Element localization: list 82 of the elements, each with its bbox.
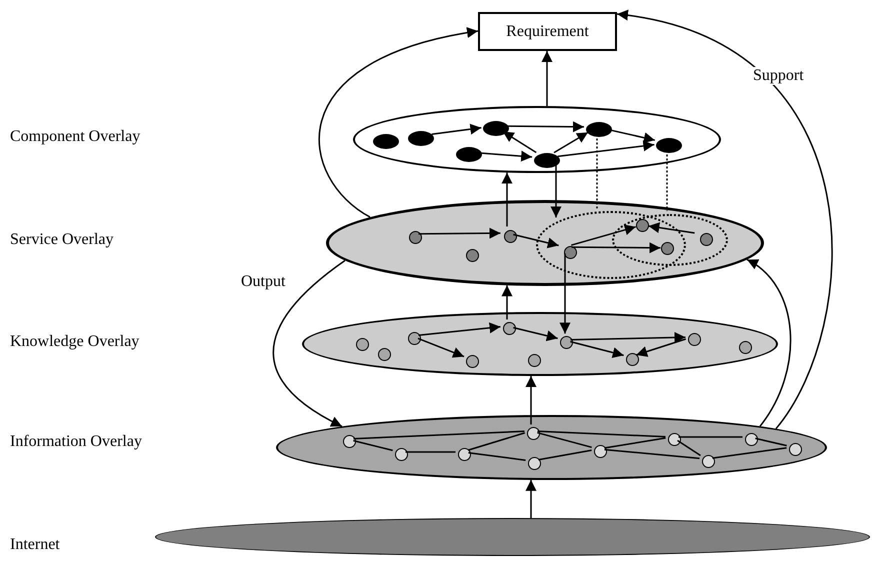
arrow bbox=[526, 376, 536, 424]
arrow bbox=[526, 480, 536, 518]
node-dot bbox=[504, 230, 516, 242]
arrow bbox=[418, 322, 501, 336]
node-dot bbox=[744, 432, 758, 446]
arrow bbox=[560, 254, 570, 334]
node-dot bbox=[408, 130, 434, 146]
link-line bbox=[538, 449, 592, 461]
node-dot bbox=[526, 426, 540, 440]
link-line bbox=[468, 452, 526, 461]
arrow bbox=[542, 51, 552, 106]
arrow bbox=[513, 326, 558, 342]
arrow bbox=[570, 332, 686, 343]
node-dot bbox=[594, 444, 606, 458]
node-dot bbox=[738, 340, 752, 354]
link-line bbox=[712, 447, 787, 459]
arrow bbox=[746, 258, 792, 427]
node-dot bbox=[458, 448, 470, 460]
arrow bbox=[572, 242, 660, 254]
node-dot bbox=[688, 332, 700, 346]
node-dot bbox=[528, 456, 540, 470]
layer-label: Service Overlay bbox=[10, 231, 114, 249]
arrow bbox=[480, 150, 532, 162]
link-line bbox=[537, 432, 592, 448]
layer-label: Internet bbox=[10, 536, 60, 554]
arrow bbox=[318, 28, 478, 218]
arrow bbox=[616, 10, 833, 430]
node-dot bbox=[788, 442, 802, 456]
node-dot bbox=[394, 448, 408, 460]
node-dot bbox=[702, 454, 714, 468]
edge-label: Output bbox=[240, 273, 286, 291]
node-dot bbox=[700, 232, 712, 246]
arrow bbox=[648, 222, 695, 234]
node-dot bbox=[408, 230, 422, 244]
node-dot bbox=[483, 120, 509, 136]
arrow bbox=[507, 121, 584, 132]
arrow bbox=[570, 340, 624, 358]
link-line bbox=[537, 430, 666, 438]
arrow bbox=[418, 338, 464, 358]
link-line bbox=[468, 432, 526, 451]
arrow bbox=[636, 338, 686, 357]
layer-label: Component Overlay bbox=[10, 128, 140, 146]
arrow bbox=[571, 224, 636, 246]
link-line bbox=[678, 436, 742, 438]
node-dot bbox=[528, 354, 540, 366]
node-dot bbox=[560, 336, 572, 348]
arrow bbox=[608, 129, 656, 144]
link-line bbox=[604, 437, 666, 449]
layer-label: Information Overlay bbox=[10, 433, 142, 451]
arrow bbox=[502, 172, 512, 226]
node-dot bbox=[408, 332, 420, 344]
node-dot bbox=[668, 432, 680, 446]
requirement-box: Requirement bbox=[478, 12, 617, 51]
node-dot bbox=[534, 152, 560, 168]
node-dot bbox=[586, 122, 612, 136]
link-line bbox=[353, 430, 525, 440]
arrow bbox=[513, 234, 559, 248]
arrow bbox=[558, 140, 654, 158]
node-dot bbox=[626, 352, 638, 366]
node-dot bbox=[456, 146, 482, 162]
arrow bbox=[554, 132, 588, 154]
node-dot bbox=[356, 338, 368, 350]
link-line bbox=[406, 451, 456, 453]
node-dot bbox=[378, 348, 390, 360]
node-dot bbox=[466, 354, 478, 368]
edge-label: Support bbox=[752, 67, 805, 85]
node-dot bbox=[342, 434, 356, 448]
node-dot bbox=[656, 138, 682, 152]
link-line bbox=[353, 440, 393, 452]
link-line bbox=[677, 440, 701, 456]
arrow bbox=[418, 228, 500, 239]
arrow bbox=[432, 124, 482, 136]
arrow bbox=[550, 162, 562, 218]
node-dot bbox=[466, 248, 478, 262]
arrow bbox=[502, 130, 537, 154]
link-line bbox=[755, 438, 787, 446]
arrow bbox=[272, 260, 346, 428]
arrow bbox=[502, 285, 512, 320]
node-dot bbox=[373, 134, 399, 148]
link-line bbox=[604, 448, 700, 460]
layer-label: Knowledge Overlay bbox=[10, 333, 140, 351]
node-dot bbox=[502, 322, 516, 334]
